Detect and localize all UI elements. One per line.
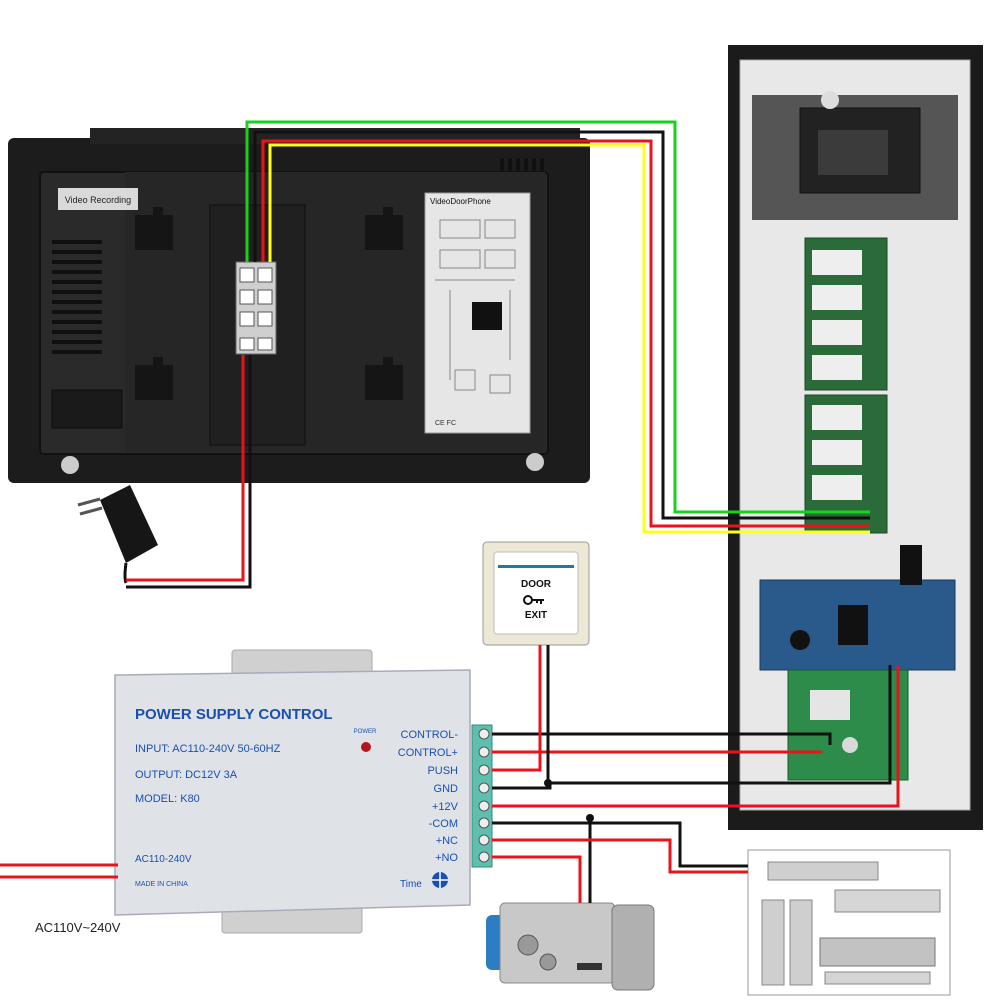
psu-model: MODEL: K80	[135, 793, 200, 805]
wire-control-minus	[492, 732, 832, 745]
wires	[0, 120, 900, 903]
psu-ac-label: AC110-240V	[135, 854, 192, 865]
svg-text:CE FC: CE FC	[435, 420, 456, 427]
power-supply-unit: POWER SUPPLY CONTROL INPUT: AC110-240V 5…	[114, 649, 493, 934]
psu-power-led-label: POWER	[354, 729, 377, 735]
terminal-label: PUSH	[427, 765, 458, 777]
electric-lock	[486, 902, 655, 991]
psu-output-spec: OUTPUT: DC12V 3A	[135, 769, 238, 781]
wire-adapter-red	[126, 355, 245, 582]
wire-black-bus	[253, 130, 870, 520]
wire-push-red	[492, 645, 542, 772]
terminal-label: +NC	[436, 835, 458, 847]
terminal-label: CONTROL-	[401, 729, 459, 741]
indoor-monitor: Video Recording VideoDoorPhone CE FC	[8, 128, 590, 483]
psu-time-label: Time	[400, 879, 422, 890]
exit-label: EXIT	[525, 610, 547, 621]
relay-board	[787, 669, 909, 781]
wire-red-bus	[261, 139, 870, 528]
power-led	[361, 742, 371, 752]
wire-nc	[492, 838, 748, 874]
terminal-label: +12V	[432, 801, 459, 813]
wire-junction	[586, 814, 594, 822]
outdoor-station-panel	[728, 45, 983, 830]
terminal-label: -COM	[429, 818, 458, 830]
door-label: DOOR	[521, 579, 552, 590]
power-adapter	[77, 485, 158, 584]
wire-yellow	[268, 143, 870, 534]
terminal-label: CONTROL+	[398, 747, 458, 759]
psu-title: POWER SUPPLY CONTROL	[135, 706, 333, 723]
time-dial-icon	[432, 872, 448, 888]
psu-made-in: MADE IN CHINA	[135, 881, 188, 888]
terminal-strip	[471, 724, 493, 868]
video-recording-label: Video Recording	[65, 195, 131, 205]
button-module-upper	[804, 237, 888, 391]
lock-options-box	[747, 849, 951, 996]
wire-com	[492, 821, 748, 868]
psu-input-spec: INPUT: AC110-240V 50-60HZ	[135, 743, 281, 755]
mains-voltage-label: AC110V~240V	[35, 920, 121, 935]
door-exit-button: DOOR EXIT	[482, 541, 590, 646]
key-icon	[523, 595, 544, 605]
wire-adapter-black	[126, 355, 252, 589]
wire-12v	[492, 665, 900, 808]
wire-no	[492, 855, 582, 903]
wire-green	[245, 120, 870, 514]
terminal-labels: CONTROL- CONTROL+ PUSH GND +12V -COM +NC…	[398, 729, 459, 864]
monitor-connector-block	[235, 261, 277, 355]
panel-title: VideoDoorPhone	[430, 197, 491, 206]
terminal-label: +NO	[435, 852, 458, 864]
wire-junction	[544, 779, 552, 787]
video-recording-sticker	[58, 188, 138, 210]
terminal-label: GND	[434, 783, 459, 795]
speaker-grille	[52, 240, 102, 354]
button-module-lower	[804, 394, 888, 534]
